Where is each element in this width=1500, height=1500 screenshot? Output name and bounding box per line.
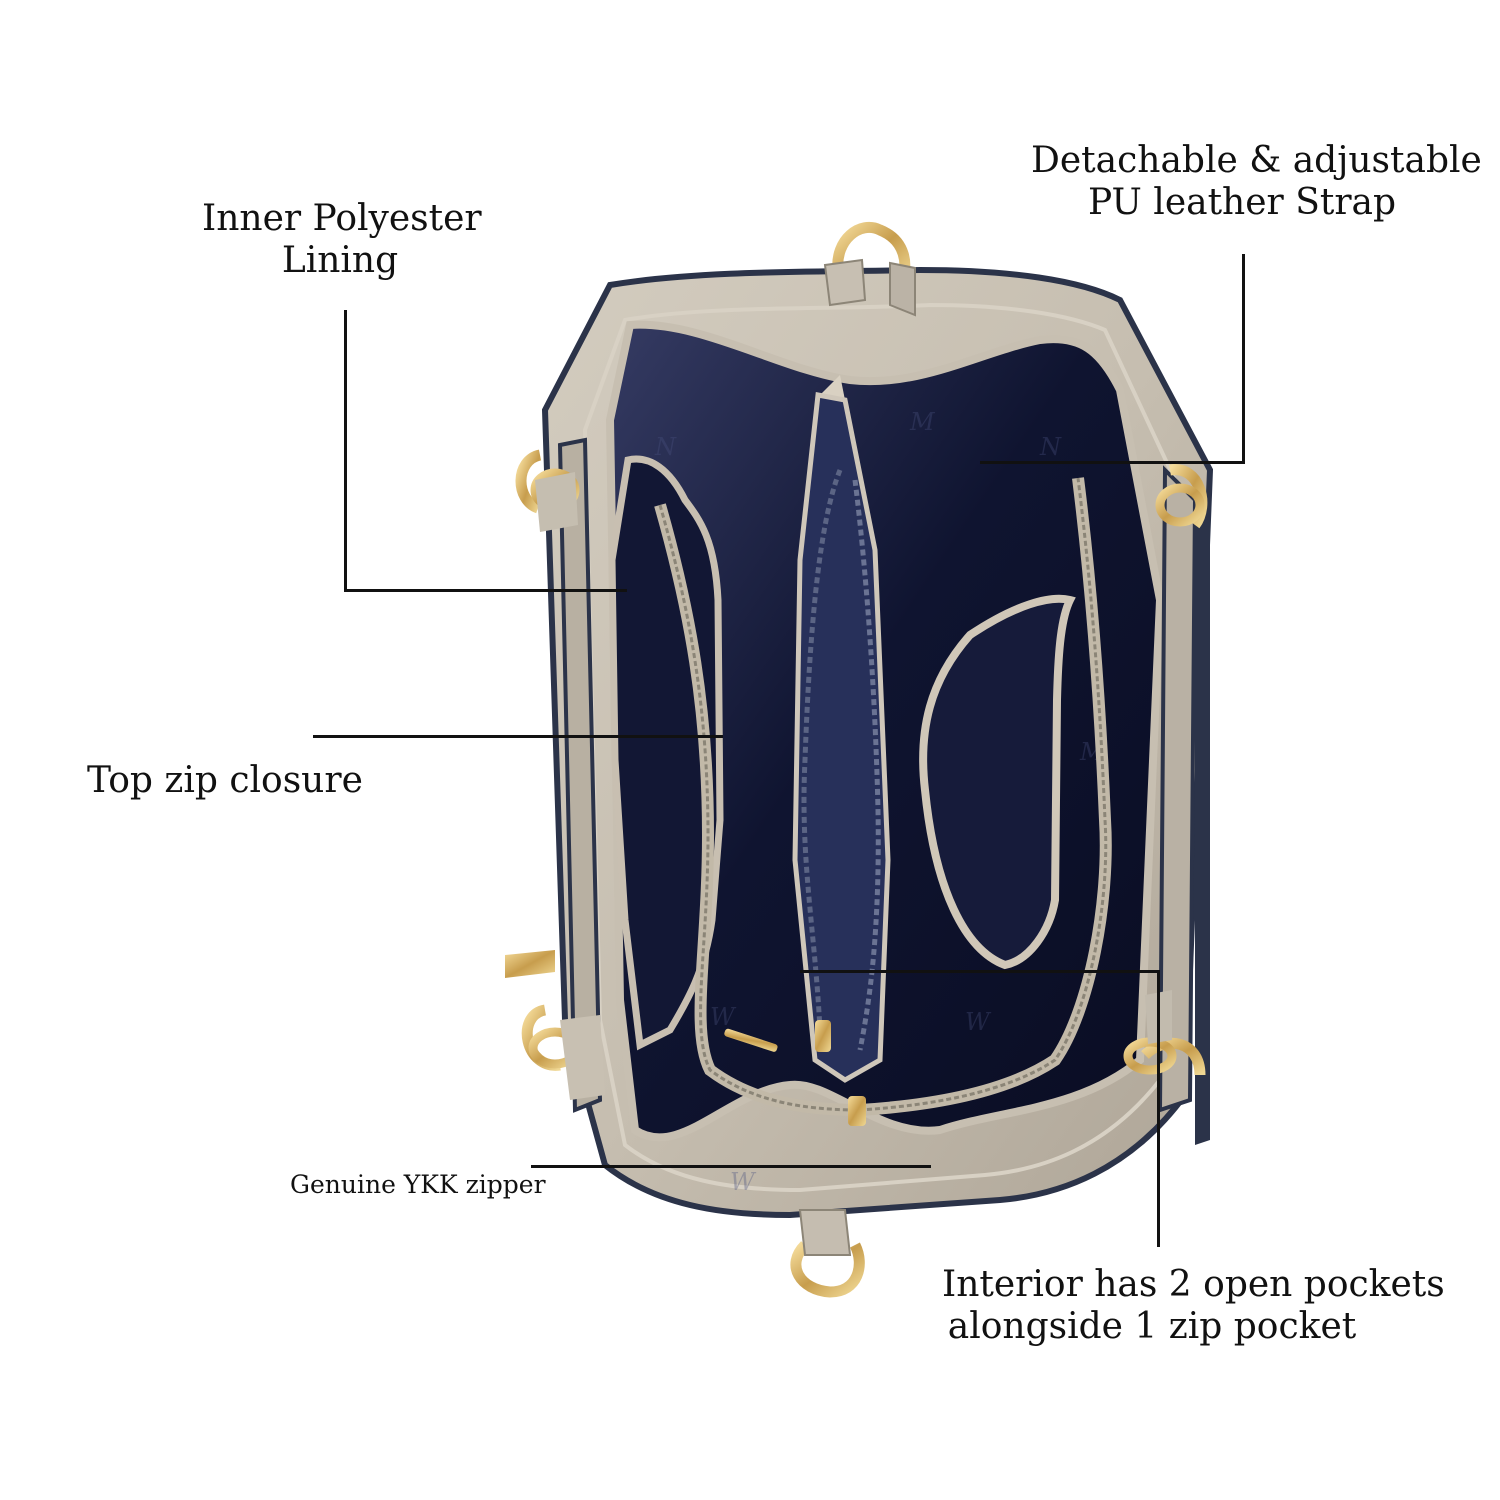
lining-callout-line-horizontal (344, 589, 627, 592)
top-zip-callout-text: Top zip closure (87, 760, 363, 801)
strap-callout-line-horizontal (980, 461, 1245, 464)
top-zipper (654, 477, 1112, 1126)
svg-text:N: N (1039, 433, 1062, 461)
pockets-callout-line-vertical (1157, 970, 1160, 1247)
ykk-callout-text: Genuine YKK zipper (290, 1170, 546, 1199)
pockets-callout: Interior has 2 open pockets alongside 1 … (942, 1264, 1445, 1349)
strap-callout-line2: PU leather Strap (1087, 182, 1397, 224)
right-pocket (919, 594, 1076, 970)
left-pocket (608, 455, 724, 1051)
svg-text:N: N (654, 433, 677, 461)
ykk-callout-line (531, 1165, 931, 1168)
lining-callout-line-vertical (344, 310, 347, 592)
top-zip-callout-line (313, 735, 723, 738)
svg-text:W: W (965, 1008, 992, 1036)
lining-callout-line1: Inner Polyester (202, 198, 482, 239)
strap-callout-line1: Detachable & adjustable (1031, 140, 1482, 181)
strap-callout: Detachable & adjustable PU leather Strap (1031, 140, 1482, 225)
svg-text:W: W (730, 1168, 757, 1196)
zip-pocket (792, 392, 891, 1083)
pockets-callout-line1: Interior has 2 open pockets (942, 1264, 1445, 1305)
svg-text:M: M (909, 408, 936, 436)
top-zip-callout: Top zip closure (87, 760, 363, 802)
pockets-callout-line-horizontal (800, 970, 1160, 973)
svg-text:W: W (710, 1003, 737, 1031)
side-panels (557, 437, 1210, 1145)
gold-hardware (505, 221, 1208, 1298)
strap-callout-line-vertical (1242, 254, 1245, 464)
lining-callout-line2: Lining (281, 240, 399, 282)
ykk-callout: Genuine YKK zipper (290, 1170, 560, 1200)
pockets-callout-line2: alongside 1 zip pocket (947, 1306, 1357, 1348)
lining-callout: Inner Polyester Lining (202, 198, 482, 283)
